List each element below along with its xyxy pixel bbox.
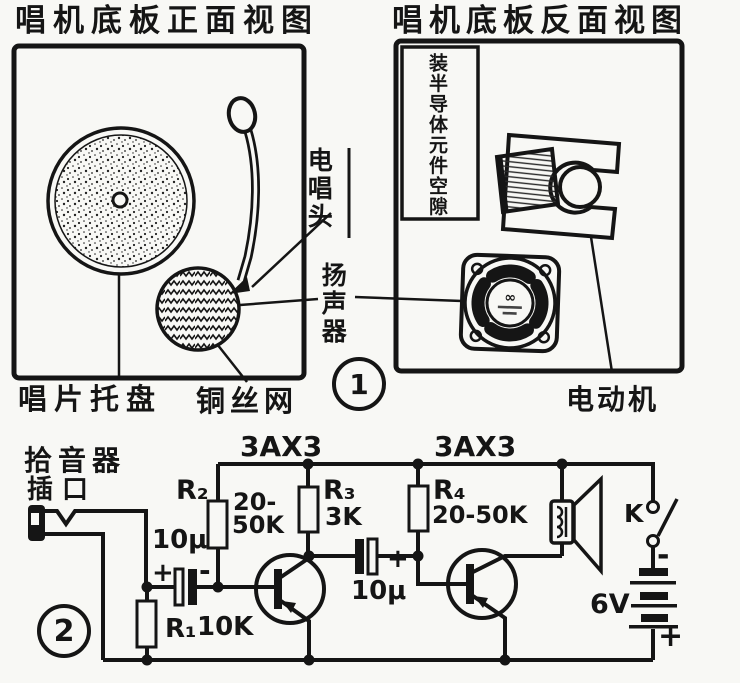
resistor-r2-value-line1: 20- — [233, 488, 277, 516]
transistor-t2-symbol — [446, 548, 562, 660]
capacitor-c1-plus: + — [152, 558, 174, 588]
resistor-r2-value-line2: 50K — [232, 511, 284, 539]
back-view-title: 唱机底板反面视图 — [392, 3, 688, 39]
circuit-schematic — [28, 458, 679, 666]
capacitor-c2-plus: + — [387, 544, 409, 574]
transistor-t1-symbol — [254, 553, 326, 660]
resistor-r2-symbol — [206, 464, 229, 587]
copper-mesh-drawing — [155, 266, 241, 352]
component-space-note: 装半导体元件空隙 — [425, 53, 448, 217]
speaker-logo: ∞ — [504, 290, 516, 306]
battery-minus-sign: - — [657, 538, 670, 573]
speaker-drawing: ∞ — [458, 252, 562, 354]
tonearm-drawing — [226, 96, 260, 294]
resistor-r3-symbol — [297, 464, 320, 556]
figure-1-badge: 1 — [332, 357, 386, 411]
stylus-arrow-icon — [229, 277, 250, 294]
copper-mesh-label: 铜丝网 — [196, 384, 299, 418]
figure-2-badge: 2 — [37, 604, 91, 658]
capacitor-c1-value: 10μ — [152, 525, 208, 555]
battery-plus-sign: + — [658, 619, 684, 654]
circuit-speaker-symbol — [549, 464, 603, 576]
capacitor-c2-value: 10μ — [351, 576, 407, 606]
record-tray-label: 唱片托盘 — [18, 382, 163, 416]
junction-dots — [141, 458, 568, 666]
switch-k-label: K — [624, 499, 644, 528]
pickup-jack-label-line1: 拾音器 — [24, 444, 127, 477]
front-view-title: 唱机底板正面视图 — [15, 3, 319, 39]
speaker-label: 扬声器 — [318, 262, 348, 346]
switch-k-symbol — [646, 498, 679, 568]
resistor-r3-value: 3K — [325, 502, 362, 531]
resistor-r4-name: R₄ — [433, 475, 466, 506]
speaker-fine-print-line — [497, 305, 522, 310]
cartridge-label: 电唱头 — [304, 147, 334, 231]
component-space-box — [400, 45, 480, 221]
speaker-grille-arcs — [471, 264, 549, 342]
front-view-leader-lines — [216, 148, 463, 383]
pickup-jack-label-line2: 插口 — [27, 475, 98, 505]
resistor-r1-symbol — [135, 587, 158, 660]
battery-voltage-label: 6V — [590, 589, 630, 620]
top-rail — [218, 462, 655, 501]
resistor-r4-value: 20-50K — [432, 501, 528, 529]
input-jack-symbol — [28, 505, 148, 660]
motor-label: 电动机 — [566, 383, 660, 416]
back-view-panel: ∞ — [393, 38, 685, 374]
resistor-r1-name: R₁ — [165, 614, 197, 644]
resistor-r3-name: R₃ — [323, 475, 356, 506]
front-view-panel — [11, 43, 463, 383]
transistor-type-label-1: 3AX3 — [240, 430, 323, 463]
speaker-fine-print-line — [502, 311, 517, 315]
motor-drawing — [494, 132, 622, 373]
resistor-r1-value: 10K — [197, 612, 254, 642]
transistor-type-label-2: 3AX3 — [434, 430, 517, 463]
record-tray-drawing — [46, 126, 196, 378]
resistor-r2-name: R₂ — [176, 475, 209, 506]
capacitor-c2-symbol — [309, 537, 418, 576]
battery-symbol — [629, 568, 678, 660]
capacitor-c1-minus: - — [199, 554, 211, 587]
